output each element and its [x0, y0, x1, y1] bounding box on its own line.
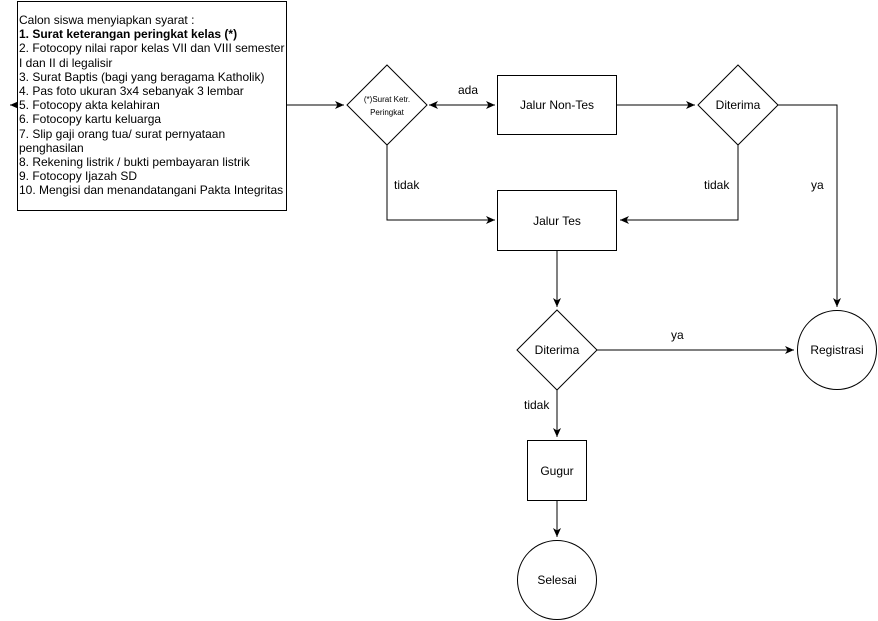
edge-label-ya: ya [670, 328, 685, 342]
edge-label-ya: ya [810, 178, 825, 192]
requirement-item: 5. Fotocopy akta kelahiran [19, 98, 160, 113]
edge-label-ada: ada [457, 83, 480, 97]
terminal-registrasi: Registrasi [797, 310, 877, 390]
requirement-item: 7. Slip gaji orang tua/ surat pernyataan… [19, 126, 226, 155]
decision-diterima-1-label: Diterima [715, 98, 761, 112]
requirement-item: 4. Pas foto ukuran 3x4 sebanyak 3 lembar [19, 84, 244, 99]
requirement-item: 9. Fotocopy Ijazah SD [19, 169, 138, 184]
requirement-item: 2. Fotocopy nilai rapor kelas VII dan VI… [19, 41, 285, 70]
requirement-item: 6. Fotocopy kartu keluarga [19, 112, 162, 127]
edge-label-tidak: tidak [523, 398, 551, 412]
process-jalur-non-tes: Jalur Non-Tes [497, 75, 617, 135]
edge-surat-to-tes [386, 145, 495, 224]
process-jalur-tes: Jalur Tes [497, 190, 617, 251]
requirement-item: 3. Surat Baptis (bagi yang beragama Kath… [19, 69, 265, 84]
edge-diterima1-to-tes [620, 145, 739, 224]
terminal-selesai: Selesai [517, 540, 597, 620]
edge-label-tidak: tidak [393, 178, 421, 192]
decision-diterima-2-label: Diterima [534, 343, 580, 357]
edge-diterima1-to-registrasi [778, 104, 841, 307]
requirement-item: 8. Rekening listrik / bukti pembayaran l… [19, 155, 250, 170]
process-gugur: Gugur [527, 440, 587, 501]
requirement-item: 1. Surat keterangan peringkat kelas (*) [19, 27, 238, 42]
requirements-box: Calon siswa menyiapkan syarat : 1. Surat… [17, 1, 287, 211]
decision-surat-ketr-label: (*)Surat Ketr. Peringkat [363, 95, 411, 117]
requirements-intro: Calon siswa menyiapkan syarat : [19, 13, 195, 27]
requirement-item: 10. Mengisi dan menandatangani Pakta Int… [19, 183, 284, 198]
edge-label-tidak: tidak [703, 178, 731, 192]
